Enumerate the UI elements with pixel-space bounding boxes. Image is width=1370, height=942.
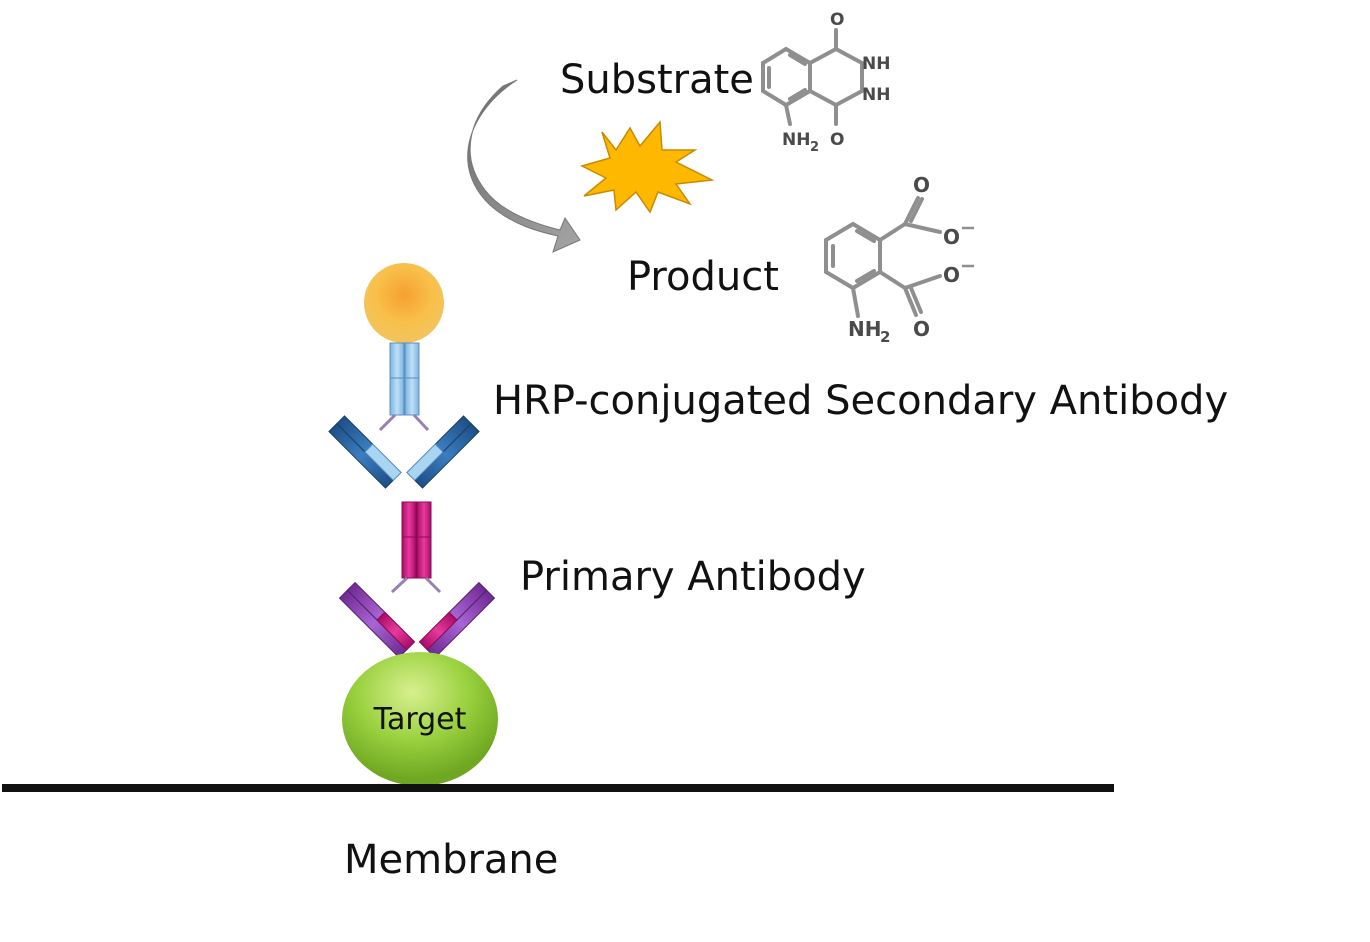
substrate-o-bottom: O [830, 130, 844, 150]
substrate-o-top: O [830, 10, 844, 30]
hrp-enzyme [364, 263, 444, 343]
product-o-bottom: O [913, 317, 930, 341]
product-o-minus-2: O [943, 263, 960, 287]
reaction-arrow [467, 79, 581, 253]
secondary-antibody [328, 342, 480, 489]
target-protein [342, 652, 498, 786]
product-o-top: O [913, 173, 930, 197]
membrane-label: Membrane [344, 837, 558, 883]
substrate-nh2: NH [782, 130, 810, 150]
substrate-nh-1: NH [862, 54, 890, 74]
target-label: Target [373, 702, 467, 737]
product-molecule: O O O O NH 2 [824, 173, 974, 346]
product-nh2-subscript: 2 [880, 328, 890, 346]
product-nh2: NH [848, 317, 881, 341]
substrate-label: Substrate [560, 57, 754, 103]
primary-antibody [338, 501, 496, 659]
primary-antibody-label: Primary Antibody [520, 554, 866, 600]
product-o-minus-1: O [943, 225, 960, 249]
substrate-nh-2: NH [862, 85, 890, 105]
substrate-molecule: O NH NH O NH 2 [761, 10, 890, 155]
substrate-nh2-subscript: 2 [810, 140, 819, 155]
membrane-line [2, 784, 1114, 792]
secondary-antibody-label: HRP-conjugated Secondary Antibody [493, 378, 1228, 424]
light-flash-icon [579, 120, 715, 214]
product-label: Product [627, 254, 779, 300]
